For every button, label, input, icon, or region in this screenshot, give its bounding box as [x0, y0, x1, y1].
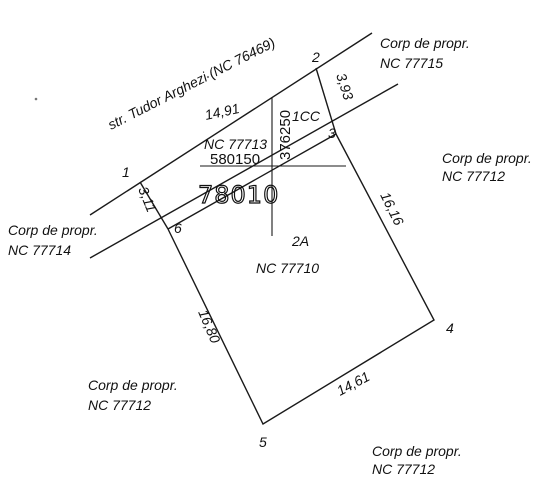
dimension-2-3: 3,93 [333, 71, 357, 102]
parcel-label: 2A [291, 233, 309, 249]
point-3-label: 3 [328, 125, 336, 141]
point-2-label: 2 [311, 49, 320, 65]
neighbor-name: Corp de propr. [8, 222, 98, 238]
boundary-2-3 [315, 67, 337, 135]
parcel-cadastral-number: NC 77710 [256, 260, 319, 276]
scan-dot [34, 97, 38, 101]
boundary-1-6 [139, 181, 169, 230]
neighbor-cadastral-number: NC 77715 [380, 55, 443, 71]
dimension-4-5: 14,61 [334, 368, 372, 399]
neighbor-cadastral-number: NC 77714 [8, 242, 71, 258]
street-label: str. Tudor Arghezi (NC 76469) [105, 34, 278, 132]
scan-dot [206, 75, 210, 79]
street-line-south [89, 83, 399, 259]
neighbor-name: Corp de propr. [442, 150, 532, 166]
street-line-north [89, 32, 373, 216]
dimension-1-6: 3,11 [135, 184, 160, 214]
point-5-label: 5 [259, 434, 267, 450]
neighbor-name: Corp de propr. [88, 377, 178, 393]
neighbor-cadastral-number: NC 77712 [88, 397, 151, 413]
dimension-1-2: 14,91 [203, 100, 241, 123]
neighbor-label: Corp de propr. NC 77712 [442, 150, 532, 184]
handwritten-number: 78010 [198, 181, 279, 209]
neighbor-name: Corp de propr. [372, 443, 462, 459]
grid-northing: 376250 [277, 110, 294, 160]
dimension-5-6: 16,80 [195, 307, 224, 346]
neighbor-label: Corp de propr. NC 77712 [88, 377, 178, 413]
neighbor-label: Corp de propr. NC 77715 [380, 35, 470, 71]
neighbor-name: Corp de propr. [380, 35, 470, 51]
previous-cadastral-number: NC 77713 [204, 136, 267, 152]
neighbor-cadastral-number: NC 77712 [372, 461, 435, 477]
grid-easting: 580150 [210, 151, 260, 168]
neighbor-label: Corp de propr. NC 77712 [372, 443, 462, 477]
point-6-label: 6 [174, 220, 182, 236]
neighbor-label: Corp de propr. NC 77714 [8, 222, 98, 258]
neighbor-cadastral-number: NC 77712 [442, 168, 505, 184]
building-label: 1CC [292, 108, 321, 124]
point-1-label: 1 [122, 164, 130, 180]
point-4-label: 4 [446, 320, 454, 336]
parcel-boundary [167, 133, 435, 425]
